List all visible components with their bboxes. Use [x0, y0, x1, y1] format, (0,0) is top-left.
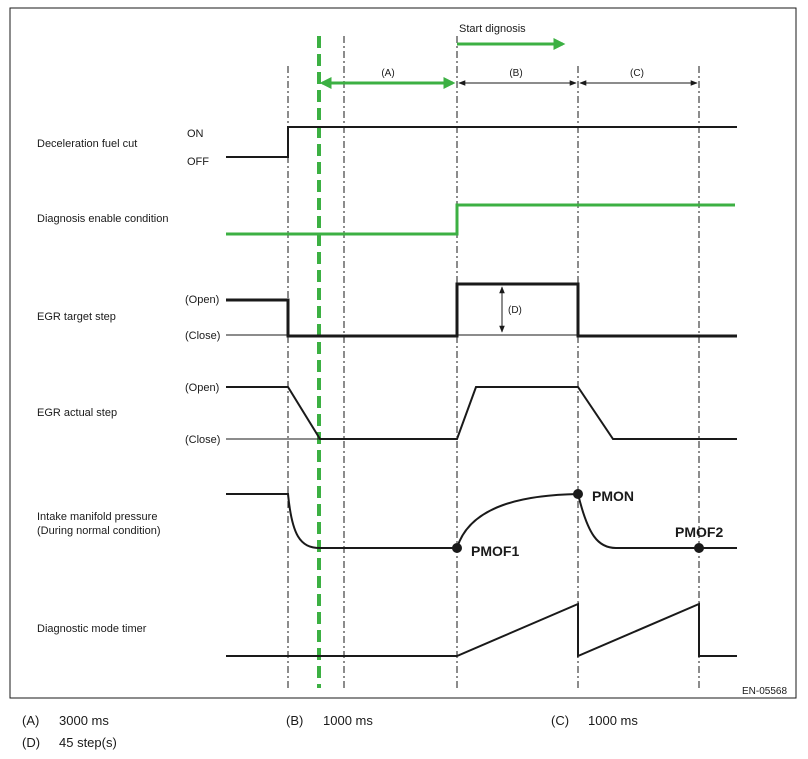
legend-value-b: 1000 ms	[323, 713, 373, 728]
intake-pressure-label-1: Intake manifold pressure	[37, 511, 157, 523]
egr-target-close: (Close)	[185, 330, 220, 342]
time-markers	[287, 36, 700, 688]
legend-key-c: (C)	[551, 713, 569, 728]
egr-actual-label: EGR actual step	[37, 407, 117, 419]
legend-value-a: 3000 ms	[59, 713, 109, 728]
legend-value-d: 45 step(s)	[59, 735, 117, 750]
legend-value-c: 1000 ms	[588, 713, 638, 728]
interval-a-label: (A)	[381, 68, 394, 79]
decel-fuel-cut-label: Deceleration fuel cut	[37, 138, 137, 150]
diagram-frame	[9, 7, 797, 699]
egr-target-label: EGR target step	[37, 311, 116, 323]
decel-fuel-cut-waveform	[226, 126, 737, 158]
diag-enable-label: Diagnosis enable condition	[37, 213, 168, 225]
start-diagnosis-label: Start dignosis	[459, 23, 526, 35]
interval-c-label: (C)	[630, 68, 644, 79]
diag-enable-signal: Diagnosis enable condition	[37, 203, 735, 236]
diag-timer-waveform	[226, 602, 737, 658]
diag-enable-waveform	[226, 203, 735, 236]
egr-target-open: (Open)	[185, 294, 219, 306]
figure-id: EN-05568	[742, 686, 787, 697]
decel-fuel-cut-signal: Deceleration fuel cut ON OFF	[37, 126, 737, 168]
diag-timer-signal: Diagnostic mode timer	[37, 602, 737, 658]
pmon-point	[573, 489, 583, 499]
decel-fuel-cut-off: OFF	[187, 156, 209, 168]
intake-pressure-label-2: (During normal condition)	[37, 525, 161, 537]
pmof2-label: PMOF2	[675, 524, 723, 540]
pmof1-point	[452, 543, 462, 553]
interval-d-label: (D)	[508, 305, 522, 316]
egr-actual-signal: EGR actual step (Open) (Close)	[37, 382, 737, 446]
interval-b-label: (B)	[509, 68, 522, 79]
legend: (A) 3000 ms (B) 1000 ms (C) 1000 ms (D) …	[22, 713, 638, 750]
decel-fuel-cut-on: ON	[187, 128, 204, 140]
egr-target-waveform	[226, 282, 737, 338]
diag-timer-label: Diagnostic mode timer	[37, 623, 147, 635]
egr-actual-waveform	[226, 386, 737, 440]
legend-key-d: (D)	[22, 735, 40, 750]
egr-actual-open: (Open)	[185, 382, 219, 394]
legend-key-a: (A)	[22, 713, 39, 728]
pmof1-label: PMOF1	[471, 543, 519, 559]
intake-pressure-signal: Intake manifold pressure (During normal …	[37, 488, 737, 559]
pmon-label: PMON	[592, 488, 634, 504]
egr-target-signal: EGR target step (Open) (Close) (D)	[37, 282, 737, 342]
intake-pressure-waveform	[226, 492, 737, 549]
pmof2-point	[694, 543, 704, 553]
legend-key-b: (B)	[286, 713, 303, 728]
egr-actual-close: (Close)	[185, 434, 220, 446]
